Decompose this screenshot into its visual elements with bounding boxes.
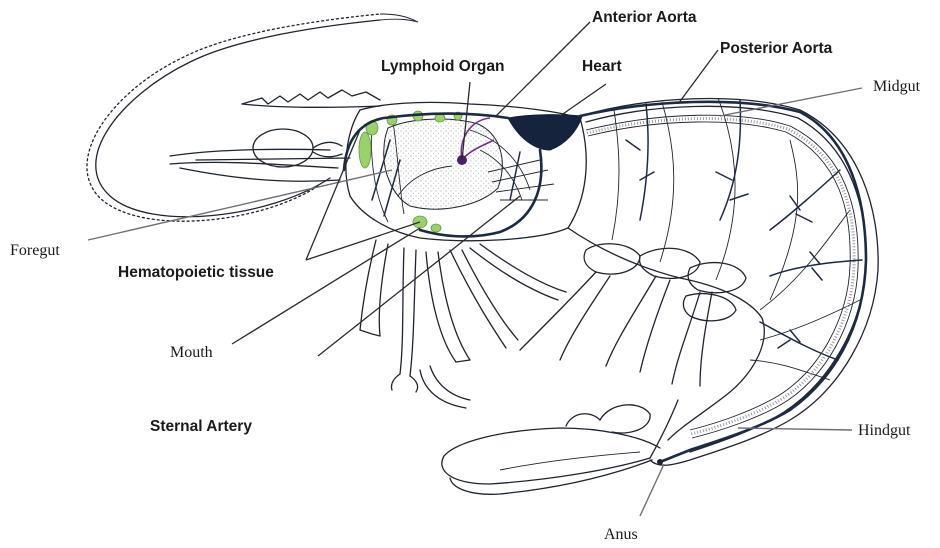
swimmerets xyxy=(520,244,746,386)
label-lymphoid-organ: Lymphoid Organ xyxy=(381,58,504,76)
heart xyxy=(508,115,582,150)
label-sternal-artery: Sternal Artery xyxy=(150,418,252,436)
walking-legs xyxy=(360,240,566,408)
label-midgut: Midgut xyxy=(873,78,920,96)
antennules xyxy=(170,149,350,181)
intestine xyxy=(586,115,858,438)
label-posterior-aorta: Posterior Aorta xyxy=(720,40,832,58)
foregut-organ xyxy=(384,119,503,209)
label-anus: Anus xyxy=(604,526,638,544)
label-anterior-aorta: Anterior Aorta xyxy=(592,9,697,27)
eye xyxy=(253,129,342,167)
tail-fan xyxy=(442,400,678,494)
label-hematopoietic-tissue: Hematopoietic tissue xyxy=(118,264,274,282)
antenna xyxy=(87,14,418,221)
label-foregut: Foregut xyxy=(10,242,60,260)
rostrum xyxy=(242,90,380,107)
anus-marker xyxy=(657,459,663,465)
label-mouth: Mouth xyxy=(170,344,213,362)
label-hindgut: Hindgut xyxy=(858,422,910,440)
label-heart: Heart xyxy=(582,58,622,76)
abdomen xyxy=(568,98,878,465)
